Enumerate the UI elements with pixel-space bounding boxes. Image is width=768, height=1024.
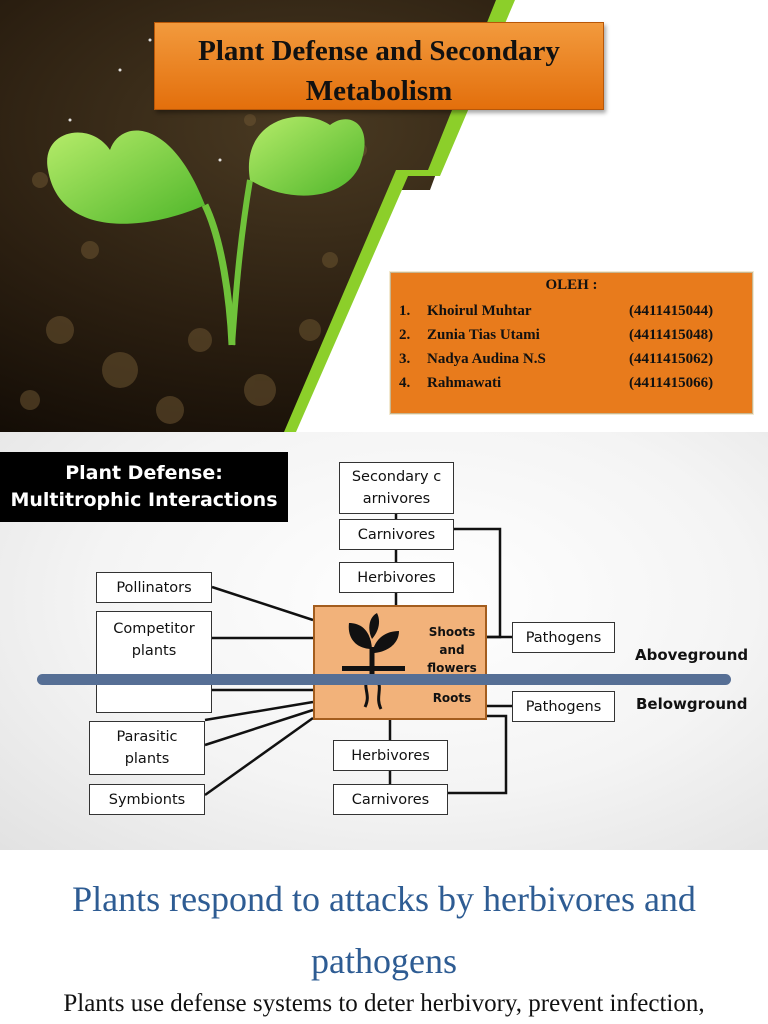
plant-response-slide: Plants respond to attacks by herbivores … xyxy=(0,850,768,1024)
secondary-carnivores-line-1: Secondary c xyxy=(351,469,442,485)
competitor-line-1: Competitor xyxy=(113,621,195,637)
member-name: Zunia Tias Utami xyxy=(427,327,540,343)
plant-icon xyxy=(342,613,405,710)
shoots-line-2: and xyxy=(439,643,465,657)
member-number: 4. xyxy=(399,375,411,391)
multitrophic-slide: Plant Defense: Multitrophic Interactions… xyxy=(0,432,768,850)
shoots-line-3: flowers xyxy=(427,661,477,675)
member-id: (4411415066) xyxy=(629,375,714,391)
member-row: 1. Khoirul Muhtar (4411415044) xyxy=(399,303,739,325)
title-line-2: Metabolism xyxy=(305,75,453,107)
symbionts-box: Symbionts xyxy=(89,784,205,815)
ground-line xyxy=(37,674,731,685)
member-number: 2. xyxy=(399,327,411,343)
pathogens-below-box: Pathogens xyxy=(512,691,615,722)
member-number: 3. xyxy=(399,351,411,367)
member-name: Rahmawati xyxy=(427,375,502,391)
diagram-title-line-1: Plant Defense: xyxy=(65,462,223,484)
slide3-heading: Plants respond to attacks by herbivores … xyxy=(0,868,768,992)
parasitic-plants-box: Parasitic plants xyxy=(89,721,205,775)
member-name: Khoirul Muhtar xyxy=(427,303,532,319)
member-number: 1. xyxy=(399,303,411,319)
slide3-body: Plants use defense systems to deter herb… xyxy=(63,990,705,1017)
diagram-title-line-2: Multitrophic Interactions xyxy=(10,489,278,511)
pathogens-above-box: Pathogens xyxy=(512,622,615,653)
diagram-title: Plant Defense: Multitrophic Interactions xyxy=(0,452,288,522)
secondary-carnivores-line-2: arnivores xyxy=(362,491,431,507)
aboveground-label: Aboveground xyxy=(635,646,749,664)
members-box: OLEH : 1. Khoirul Muhtar (4411415044) 2.… xyxy=(390,272,753,414)
slide3-heading-line-2: pathogens xyxy=(311,941,457,981)
herbivores-bottom-box: Herbivores xyxy=(333,740,448,771)
shoots-label: Shoots and flowers xyxy=(419,623,485,677)
parasitic-line-2: plants xyxy=(124,751,170,767)
secondary-carnivores-box: Secondary c arnivores xyxy=(339,462,454,514)
members-heading: OLEH : xyxy=(545,277,598,293)
title-box: Plant Defense and Secondary Metabolism xyxy=(154,22,604,110)
member-row: 3. Nadya Audina N.S (4411415062) xyxy=(399,351,739,373)
member-id: (4411415062) xyxy=(629,351,714,367)
member-id: (4411415048) xyxy=(629,327,714,343)
plant-center-box: Shoots and flowers Roots xyxy=(313,605,487,720)
competitor-line-2: plants xyxy=(131,643,177,659)
member-name: Nadya Audina N.S xyxy=(427,351,546,367)
connector-lines xyxy=(204,514,512,797)
carnivores-top-box: Carnivores xyxy=(339,519,454,550)
carnivores-bottom-box: Carnivores xyxy=(333,784,448,815)
shoots-line-1: Shoots xyxy=(428,625,476,639)
member-row: 2. Zunia Tias Utami (4411415048) xyxy=(399,327,739,349)
parasitic-line-1: Parasitic xyxy=(116,729,178,745)
title-line-1: Plant Defense and Secondary xyxy=(198,35,560,67)
member-row: 4. Rahmawati (4411415066) xyxy=(399,375,739,397)
slide3-heading-line-1: Plants respond to attacks by herbivores … xyxy=(72,879,696,919)
member-id: (4411415044) xyxy=(629,303,714,319)
pollinators-box: Pollinators xyxy=(96,572,212,603)
competitor-plants-box: Competitor plants xyxy=(96,611,212,713)
title-slide: Plant Defense and Secondary Metabolism O… xyxy=(0,0,768,432)
roots-label: Roots xyxy=(432,691,472,705)
herbivores-top-box: Herbivores xyxy=(339,562,454,593)
belowground-label: Belowground xyxy=(636,695,748,713)
